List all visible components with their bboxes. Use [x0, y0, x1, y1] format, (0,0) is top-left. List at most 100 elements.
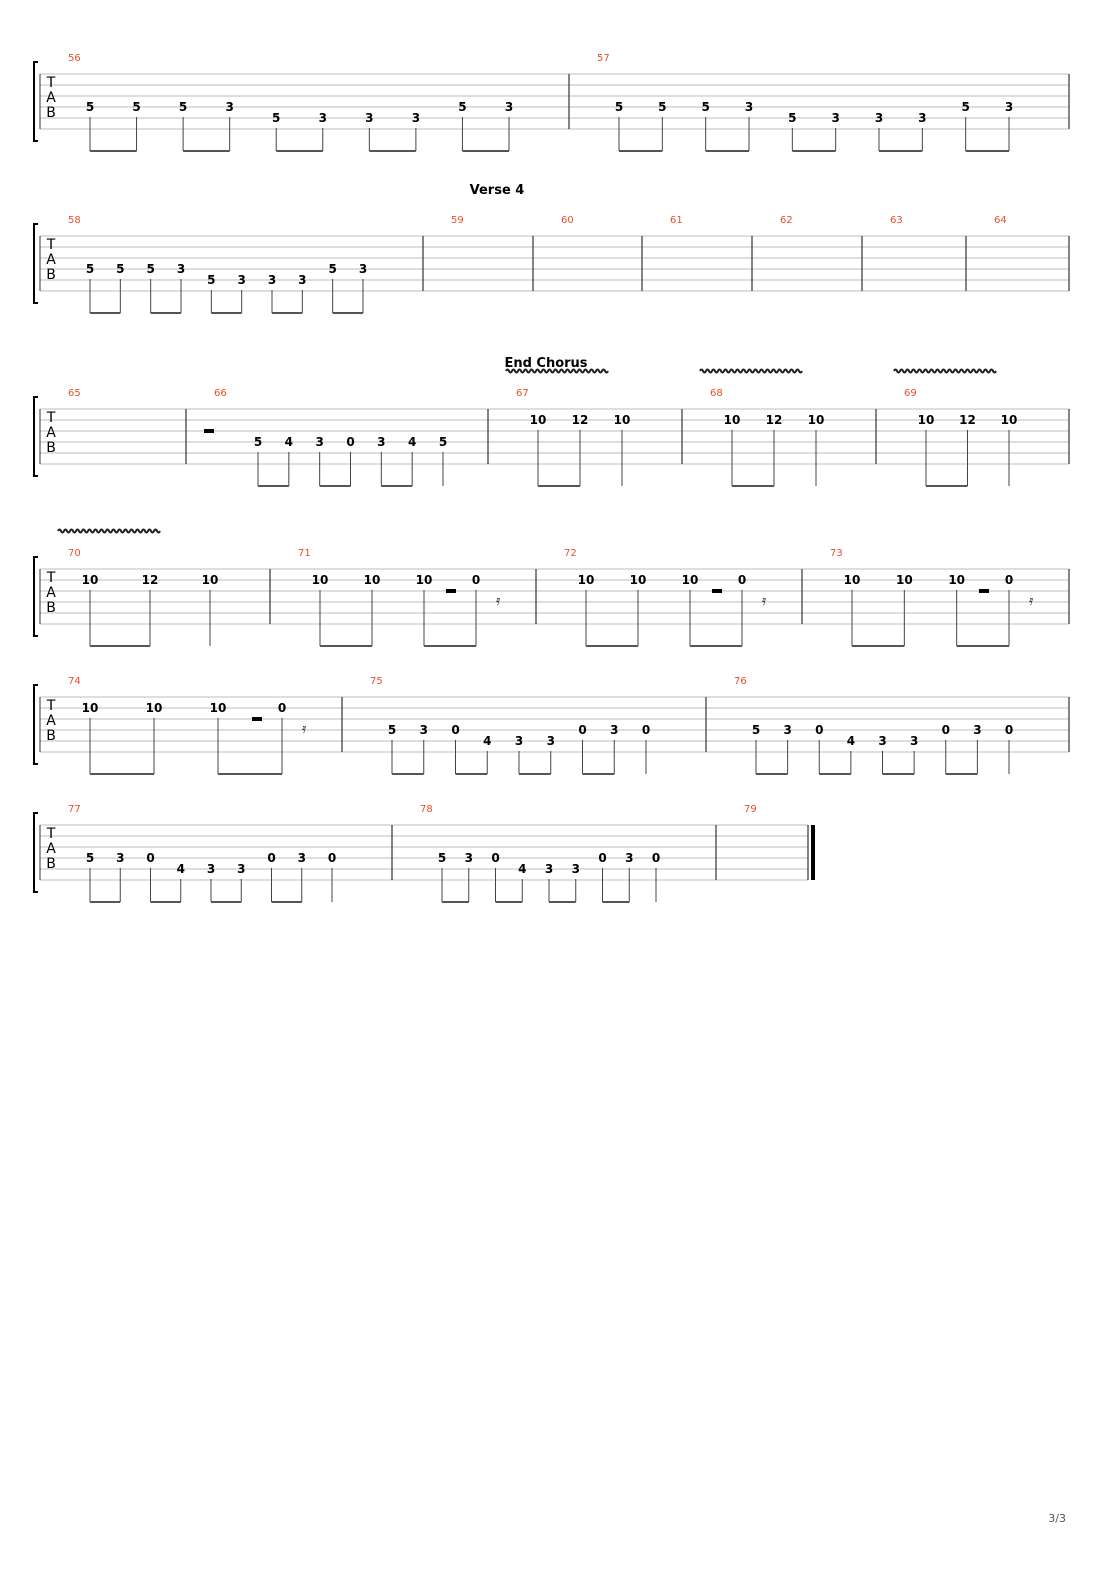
fret-number: 0 — [451, 723, 459, 737]
tab-clef-letter: A — [46, 841, 56, 857]
fret-number: 5 — [179, 100, 187, 114]
measure-number: 70 — [68, 548, 81, 559]
sixteenth-rest-symbol: 𝄿 — [762, 593, 767, 609]
measure-number: 77 — [68, 804, 81, 815]
fret-number: 10 — [364, 573, 381, 587]
vibrato-mark — [893, 368, 997, 374]
fret-number: 10 — [530, 413, 547, 427]
tab-clef-letter: A — [46, 585, 56, 601]
fret-number: 3 — [237, 273, 245, 287]
measure-number: 59 — [451, 215, 464, 226]
fret-number: 3 — [505, 100, 513, 114]
fret-number: 10 — [1001, 413, 1018, 427]
fret-number: 5 — [788, 111, 796, 125]
fret-number: 3 — [298, 851, 306, 865]
tab-clef-letter: T — [46, 237, 56, 253]
sixteenth-rest-symbol: 𝄿 — [1029, 593, 1034, 609]
measure-number: 79 — [744, 804, 757, 815]
fret-number: 3 — [515, 734, 523, 748]
fret-number: 0 — [328, 851, 336, 865]
fret-number: 10 — [578, 573, 595, 587]
section-title: End Chorus — [504, 356, 587, 371]
system-bracket — [33, 812, 38, 893]
vibrato-mark — [505, 368, 609, 374]
system-bracket — [33, 223, 38, 304]
fret-number: 3 — [319, 111, 327, 125]
fret-number: 5 — [438, 851, 446, 865]
fret-number: 3 — [878, 734, 886, 748]
fret-number: 5 — [86, 100, 94, 114]
fret-number: 5 — [961, 100, 969, 114]
fret-number: 3 — [973, 723, 981, 737]
fret-number: 10 — [210, 701, 227, 715]
rest-symbol — [712, 589, 722, 593]
fret-number: 5 — [132, 100, 140, 114]
measure-number: 57 — [597, 53, 610, 64]
fret-number: 3 — [177, 262, 185, 276]
fret-number: 0 — [1005, 723, 1013, 737]
fret-number: 5 — [458, 100, 466, 114]
measure-number: 75 — [370, 676, 383, 687]
tab-clef-letter: B — [46, 856, 56, 872]
tab-clef-letter: A — [46, 90, 56, 106]
fret-number: 3 — [225, 100, 233, 114]
measure-number: 62 — [780, 215, 793, 226]
fret-number: 3 — [910, 734, 918, 748]
fret-number: 10 — [808, 413, 825, 427]
system-bracket — [33, 684, 38, 765]
fret-number: 3 — [365, 111, 373, 125]
fret-number: 4 — [408, 435, 416, 449]
fret-number: 10 — [682, 573, 699, 587]
measure-number: 69 — [904, 388, 917, 399]
fret-number: 4 — [483, 734, 491, 748]
fret-number: 3 — [359, 262, 367, 276]
vibrato-mark — [57, 528, 161, 534]
measure-number: 64 — [994, 215, 1007, 226]
fret-number: 10 — [82, 701, 99, 715]
fret-number: 5 — [658, 100, 666, 114]
rest-symbol — [252, 717, 262, 721]
fret-number: 0 — [578, 723, 586, 737]
fret-number: 3 — [918, 111, 926, 125]
fret-number: 4 — [285, 435, 293, 449]
fret-number: 3 — [207, 862, 215, 876]
measure-number: 58 — [68, 215, 81, 226]
measure-number: 61 — [670, 215, 683, 226]
final-barline — [811, 825, 815, 880]
measure-number: 63 — [890, 215, 903, 226]
fret-number: 0 — [738, 573, 746, 587]
fret-number: 4 — [847, 734, 855, 748]
fret-number: 12 — [142, 573, 159, 587]
tab-clef-letter: B — [46, 440, 56, 456]
fret-number: 3 — [625, 851, 633, 865]
fret-number: 3 — [465, 851, 473, 865]
fret-number: 5 — [439, 435, 447, 449]
fret-number: 0 — [598, 851, 606, 865]
fret-number: 3 — [412, 111, 420, 125]
measure-number: 67 — [516, 388, 529, 399]
fret-number: 10 — [844, 573, 861, 587]
measure-number: 76 — [734, 676, 747, 687]
fret-number: 10 — [312, 573, 329, 587]
measure-number: 68 — [710, 388, 723, 399]
system-bracket — [33, 396, 38, 477]
fret-number: 0 — [491, 851, 499, 865]
fret-number: 3 — [875, 111, 883, 125]
measure-number: 60 — [561, 215, 574, 226]
fret-number: 10 — [630, 573, 647, 587]
tab-clef-letter: A — [46, 425, 56, 441]
fret-number: 10 — [82, 573, 99, 587]
measure-number: 56 — [68, 53, 81, 64]
rest-symbol — [204, 429, 214, 433]
page-number: 3/3 — [1048, 1512, 1066, 1525]
fret-number: 3 — [831, 111, 839, 125]
fret-number: 10 — [202, 573, 219, 587]
fret-number: 0 — [278, 701, 286, 715]
fret-number: 5 — [388, 723, 396, 737]
fret-number: 10 — [896, 573, 913, 587]
fret-number: 5 — [701, 100, 709, 114]
